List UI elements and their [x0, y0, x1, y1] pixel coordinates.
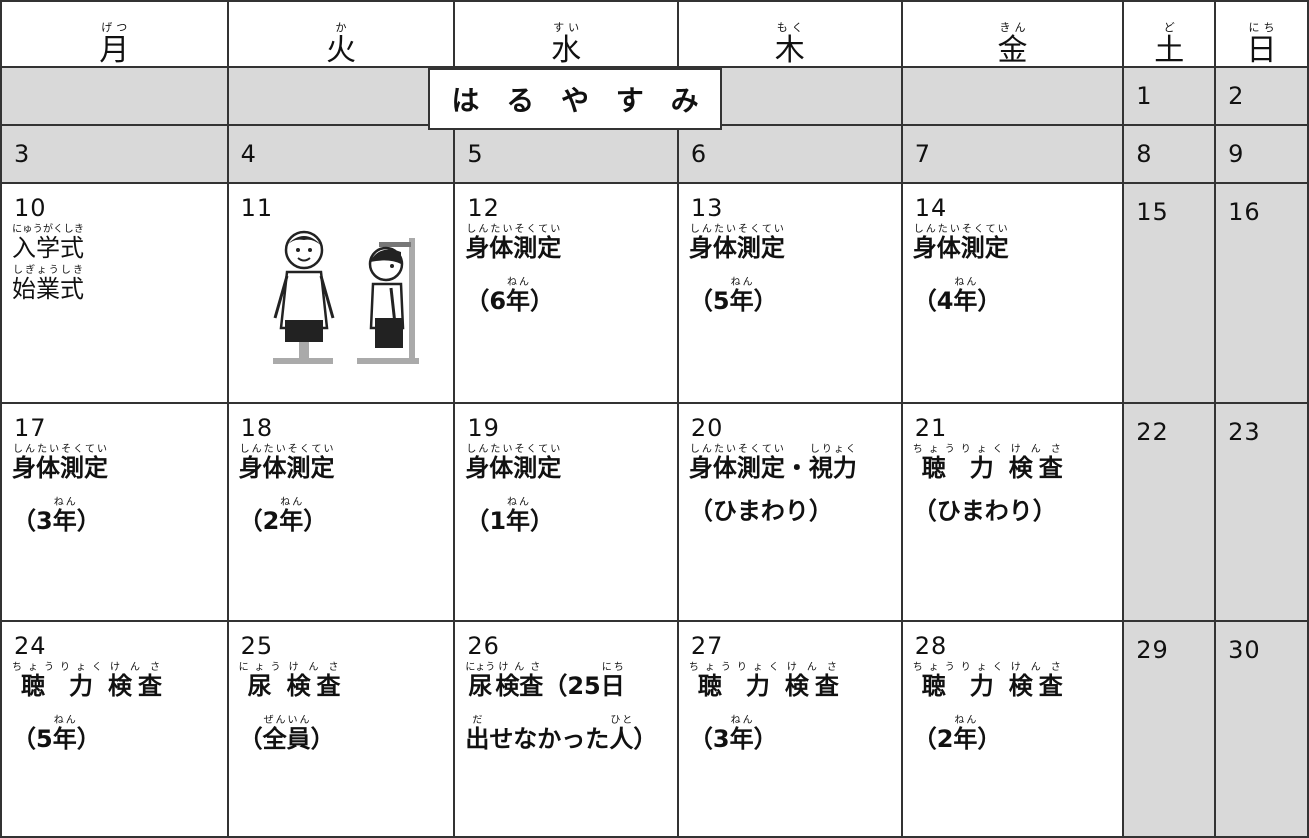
weekday-fri: 金きん	[900, 0, 1125, 68]
day-cell: 30	[1214, 620, 1309, 838]
week-row-3: 10 入学式にゅうがくしき 始業式しぎょうしき 11	[0, 182, 1309, 404]
date-number: 10	[14, 194, 47, 222]
date-number: 29	[1136, 636, 1169, 664]
day-cell: 1	[1122, 66, 1217, 126]
date-number: 11	[240, 194, 274, 222]
day-cell	[0, 66, 229, 126]
banner-char: る	[506, 84, 535, 117]
event-text: 聴ちょう力りょく検査けんさ （ひまわり）	[912, 444, 1069, 525]
day-cell: 10 入学式にゅうがくしき 始業式しぎょうしき	[0, 182, 229, 404]
weekday-sat: 土ど	[1122, 0, 1217, 68]
day-cell: 27 聴ちょう力りょく検査けんさ （3年ねん）	[676, 620, 903, 838]
banner-char: や	[560, 84, 589, 117]
event-text: 身体測定しんたいそくてい （2年ねん）	[238, 444, 335, 535]
weekday-thu: 木もく	[676, 0, 903, 68]
day-cell: 16	[1214, 182, 1309, 404]
date-number: 26	[467, 632, 500, 660]
event-text: 聴ちょう力りょく検査けんさ （5年ねん）	[12, 662, 168, 753]
weekday-mon: 月げつ	[0, 0, 229, 68]
date-number: 15	[1136, 198, 1169, 226]
weekday-sun: 日にち	[1214, 0, 1309, 68]
date-number: 17	[14, 414, 47, 442]
day-cell: 23	[1214, 402, 1309, 622]
day-cell: 13 身体測定しんたいそくてい （5年ねん）	[676, 182, 903, 404]
date-number: 3	[14, 140, 31, 168]
date-number: 23	[1228, 418, 1261, 446]
event-text: 身体測定しんたいそくてい・視力しりょく （ひまわり）	[688, 444, 857, 525]
date-number: 8	[1136, 140, 1153, 168]
day-cell: 20 身体測定しんたいそくてい・視力しりょく （ひまわり）	[676, 402, 903, 622]
banner-char: み	[670, 84, 699, 117]
date-number: 24	[14, 632, 47, 660]
event-text: 身体測定しんたいそくてい （5年ねん）	[688, 224, 785, 315]
day-cell: 3	[0, 124, 229, 184]
date-number: 18	[240, 414, 274, 442]
day-cell: 25 尿にょう検査けんさ （全員ぜんいん）	[226, 620, 456, 838]
date-number: 30	[1228, 636, 1261, 664]
event-text: 聴ちょう力りょく検査けんさ （2年ねん）	[912, 662, 1069, 753]
day-cell: 8	[1122, 124, 1217, 184]
day-cell: 15	[1122, 182, 1217, 404]
day-cell: 18 身体測定しんたいそくてい （2年ねん）	[226, 402, 456, 622]
day-cell: 5	[453, 124, 679, 184]
day-cell: 19 身体測定しんたいそくてい （1年ねん）	[453, 402, 679, 622]
day-cell: 9	[1214, 124, 1309, 184]
date-number: 5	[467, 140, 484, 168]
weekday-header-row: 月げつ 火か 水すい 木もく 金きん 土ど 日にち	[0, 0, 1309, 68]
date-number: 14	[914, 194, 948, 222]
week-row-5: 24 聴ちょう力りょく検査けんさ （5年ねん） 25 尿にょう検査けんさ （全員…	[0, 620, 1309, 838]
event-text: 身体測定しんたいそくてい （3年ねん）	[12, 444, 108, 535]
day-cell	[226, 66, 456, 126]
day-cell: 28 聴ちょう力りょく検査けんさ （2年ねん）	[900, 620, 1125, 838]
banner-char: す	[615, 84, 644, 117]
day-cell: 11	[226, 182, 456, 404]
date-number: 19	[467, 414, 500, 442]
event-text: 尿にょう検査けんさ （全員ぜんいん）	[238, 662, 347, 753]
date-number: 2	[1228, 82, 1245, 110]
day-cell	[900, 66, 1125, 126]
event-text: 聴ちょう力りょく検査けんさ （3年ねん）	[688, 662, 845, 753]
date-number: 6	[690, 140, 708, 168]
date-number: 20	[690, 414, 724, 442]
week-row-4: 17 身体測定しんたいそくてい （3年ねん） 18 身体測定しんたいそくてい （…	[0, 402, 1309, 622]
spring-break-banner: は る や す み	[428, 68, 722, 130]
body-measurement-illustration	[272, 230, 419, 364]
date-number: 27	[690, 632, 724, 660]
date-number: 12	[467, 194, 500, 222]
day-cell: 26 尿にょう検査けんさ（25日にち 出だせなかった人ひと）	[453, 620, 679, 838]
day-cell: 29	[1122, 620, 1217, 838]
date-number: 22	[1136, 418, 1169, 446]
weekday-wed: 水すい	[453, 0, 679, 68]
weekday-tue: 火か	[226, 0, 456, 68]
event-text: 身体測定しんたいそくてい （4年ねん）	[912, 224, 1009, 315]
day-cell: 14 身体測定しんたいそくてい （4年ねん）	[900, 182, 1125, 404]
day-cell: 12 身体測定しんたいそくてい （6年ねん）	[453, 182, 679, 404]
event-text: 身体測定しんたいそくてい （6年ねん）	[465, 224, 562, 315]
day-cell: 2	[1214, 66, 1309, 126]
day-cell: 21 聴ちょう力りょく検査けんさ （ひまわり）	[900, 402, 1125, 622]
date-number: 21	[914, 414, 948, 442]
date-number: 9	[1228, 140, 1245, 168]
day-cell: 4	[226, 124, 456, 184]
date-number: 13	[690, 194, 724, 222]
week-row-2: 3 4 5 6 7 8 9	[0, 124, 1309, 184]
day-cell: 6	[676, 124, 903, 184]
event-text: 身体測定しんたいそくてい （1年ねん）	[465, 444, 562, 535]
date-number: 7	[914, 140, 931, 168]
day-cell: 7	[900, 124, 1125, 184]
banner-char: は	[451, 84, 480, 117]
date-number: 4	[240, 140, 257, 168]
day-cell: 17 身体測定しんたいそくてい （3年ねん）	[0, 402, 229, 622]
date-number: 1	[1136, 82, 1153, 110]
day-cell: 22	[1122, 402, 1217, 622]
event-text: 入学式にゅうがくしき 始業式しぎょうしき	[12, 224, 84, 303]
date-number: 25	[240, 632, 274, 660]
event-text: 尿にょう検査けんさ（25日にち 出だせなかった人ひと）	[465, 662, 658, 753]
day-cell: 24 聴ちょう力りょく検査けんさ （5年ねん）	[0, 620, 229, 838]
date-number: 28	[914, 632, 948, 660]
date-number: 16	[1228, 198, 1261, 226]
